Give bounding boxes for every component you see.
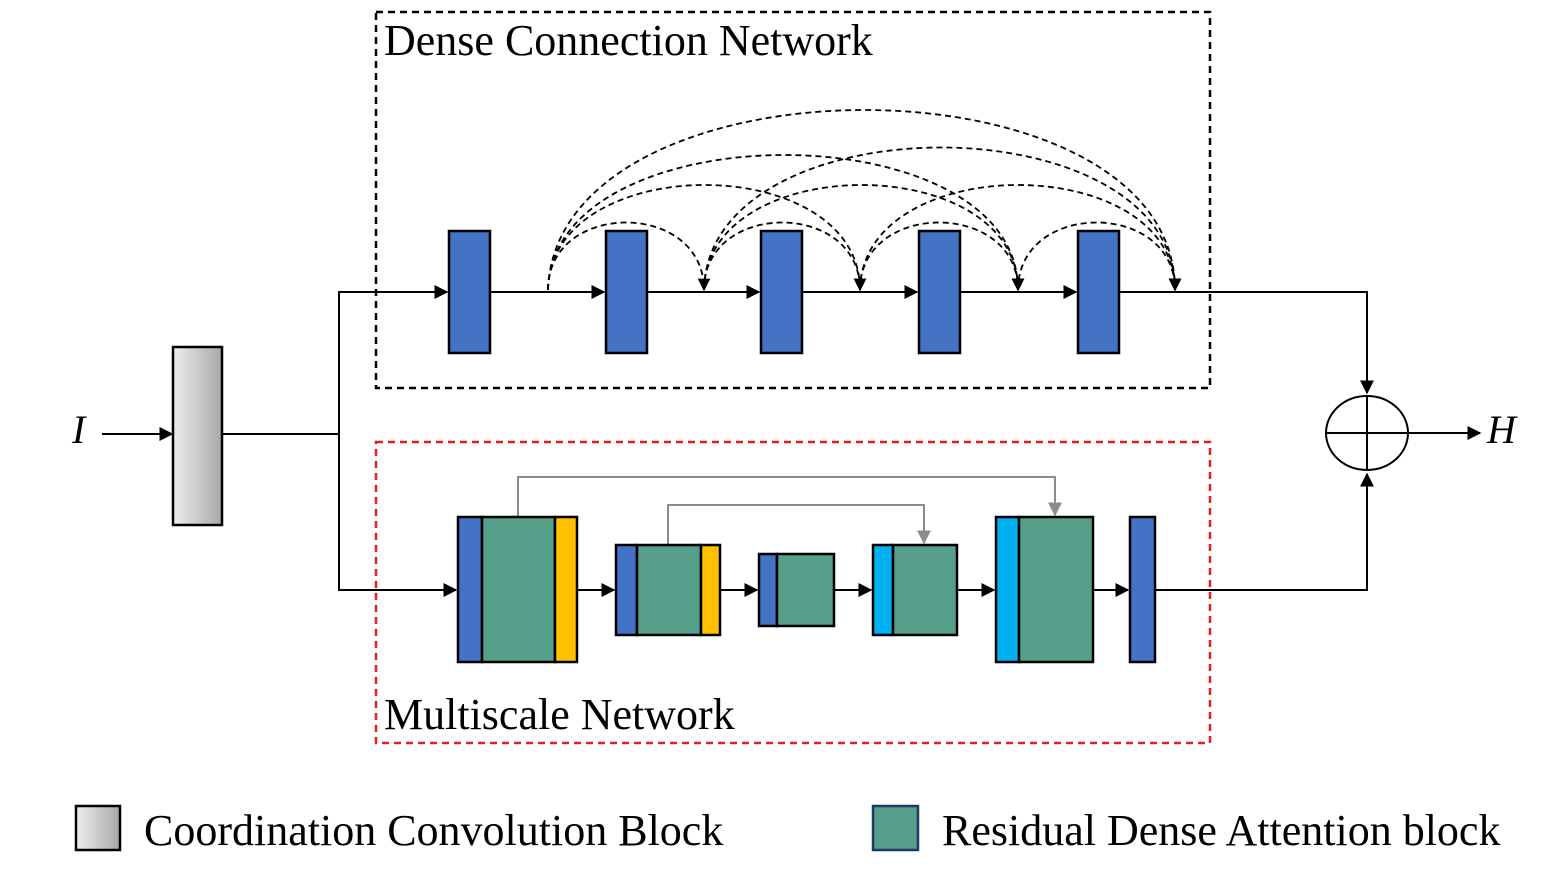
multiscale-skip-inner	[667, 504, 931, 545]
input-label: I	[71, 407, 87, 452]
legend-coord-conv-swatch	[74, 804, 122, 852]
dense-network-frame	[374, 10, 1212, 390]
rda-block	[635, 543, 703, 637]
rda-block	[775, 552, 836, 628]
legend: Coordination Convolution Block Residual …	[74, 804, 1500, 855]
dense-network-title: Dense Connection Network	[384, 16, 873, 65]
rda-block	[1017, 515, 1095, 664]
multiscale-output-connector	[1155, 472, 1374, 591]
top-branch-connector	[338, 285, 449, 434]
dense-skip-arc	[703, 184, 1025, 292]
dense-block	[447, 229, 492, 355]
dense-skip-arc	[547, 109, 1182, 292]
dense-skip-arc	[547, 154, 1025, 292]
multiscale-encoder-stage-2	[614, 543, 722, 637]
multiscale-bottleneck-stage	[757, 552, 836, 628]
bottom-branch-connector	[338, 434, 458, 597]
rda-block	[480, 515, 557, 664]
output-label: H	[1486, 407, 1518, 452]
dense-skip-connections	[547, 109, 1182, 292]
dense-skip-arc	[547, 221, 711, 292]
legend-rda-swatch	[871, 804, 920, 852]
multiscale-network-frame	[374, 440, 1212, 745]
multiscale-output-block	[1128, 515, 1157, 664]
dense-block	[604, 229, 649, 355]
multiscale-skip-outer	[517, 476, 1062, 517]
dense-block	[917, 229, 962, 355]
dense-skip-arc	[859, 221, 1025, 292]
dense-skip-arc	[1017, 221, 1182, 292]
rda-block	[891, 543, 959, 637]
multiscale-encoder-stage-1	[456, 515, 579, 664]
coordination-convolution-block	[171, 345, 224, 527]
dense-skip-arc	[859, 184, 1182, 292]
multiscale-network-title: Multiscale Network	[384, 690, 735, 739]
dense-block	[1076, 229, 1121, 355]
dense-skip-arc	[703, 221, 867, 292]
dense-output-connector	[1119, 291, 1374, 395]
dense-block	[759, 229, 804, 355]
element-wise-sum-node	[1325, 395, 1409, 471]
dense-skip-arc	[703, 146, 1182, 292]
dense-skip-arc	[547, 184, 867, 292]
multiscale-decoder-stage-1	[871, 543, 959, 637]
legend-coord-conv-label: Coordination Convolution Block	[144, 806, 723, 855]
legend-rda-label: Residual Dense Attention block	[942, 806, 1500, 855]
multiscale-decoder-stage-2	[994, 515, 1095, 664]
